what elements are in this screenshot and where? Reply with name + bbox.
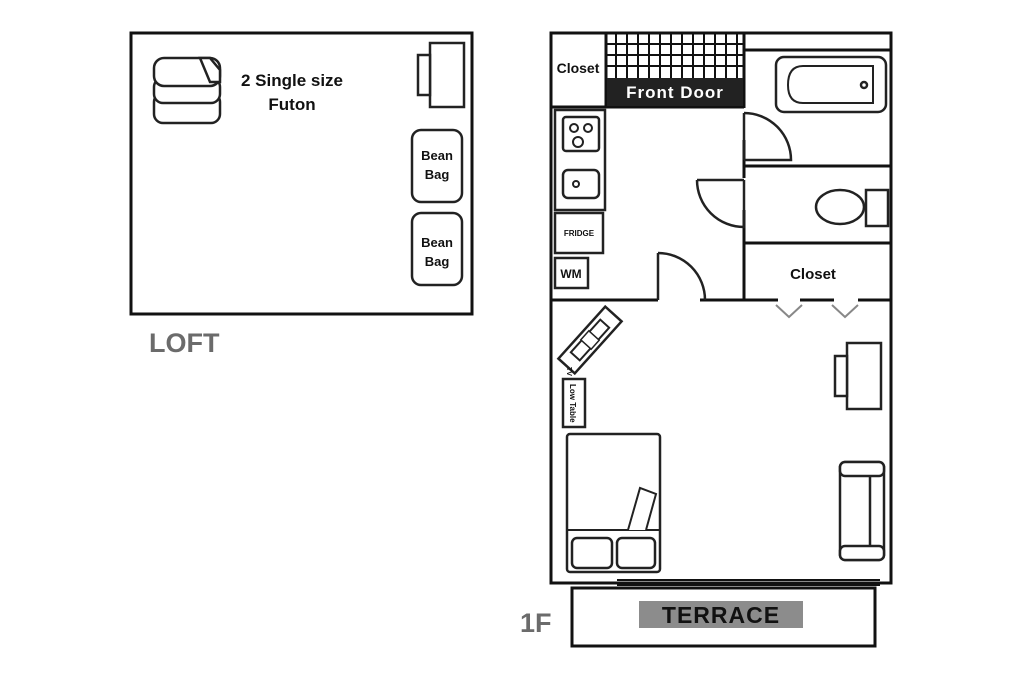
living-desk-icon xyxy=(833,341,883,411)
top-closet-label: Closet xyxy=(557,60,600,76)
terrace-window xyxy=(617,579,880,586)
terrace-label-bg xyxy=(639,601,803,628)
first-floor-outline xyxy=(549,31,893,585)
bean-bag-2-icon: Bean Bag xyxy=(410,211,464,287)
kitchen-counter xyxy=(553,108,607,212)
bed-icon xyxy=(565,432,662,574)
fridge-label: FRIDGE xyxy=(564,229,595,238)
bean-bag-2-line2: Bag xyxy=(425,254,450,269)
futon-label-line2: Futon xyxy=(268,95,315,114)
bathroom-door-icon xyxy=(742,111,793,162)
entrance-tile-grid xyxy=(606,33,744,78)
living-room-door-icon xyxy=(656,251,707,301)
loft-plan: 2 Single size Futon Bean Bag Bean Bag LO… xyxy=(129,31,474,358)
futon-icon xyxy=(152,56,222,125)
terrace-outline xyxy=(570,586,877,648)
first-floor-label: 1F xyxy=(520,608,552,638)
toilet-door-icon xyxy=(695,178,746,229)
loft-outline xyxy=(129,31,474,316)
bean-bag-1-icon: Bean Bag xyxy=(410,128,464,204)
futon-label-line1: 2 Single size xyxy=(241,71,343,90)
low-table-icon: Low Table xyxy=(561,377,587,429)
loft-desk-icon xyxy=(416,41,466,109)
tv-label: TV xyxy=(565,367,572,376)
fridge-icon: FRIDGE xyxy=(553,211,605,255)
low-table-label: Low Table xyxy=(568,384,577,423)
toilet-icon xyxy=(814,188,890,228)
bean-bag-1-line2: Bag xyxy=(425,167,450,182)
washing-machine-label: WM xyxy=(560,267,581,281)
sofa-icon xyxy=(838,460,886,562)
terrace-label: TERRACE xyxy=(662,602,780,628)
tv-icon xyxy=(556,304,624,376)
loft-floor-label: LOFT xyxy=(149,328,220,358)
front-door-band xyxy=(607,78,743,106)
first-floor-plan: Front Door Closet Closet xyxy=(520,31,893,648)
washing-machine-icon: WM xyxy=(553,256,590,290)
bean-bag-2-line1: Bean xyxy=(421,235,453,250)
front-door-label: Front Door xyxy=(626,83,724,102)
middle-closet-label: Closet xyxy=(790,266,836,283)
bean-bag-1-line1: Bean xyxy=(421,148,453,163)
closet-door-marks xyxy=(775,304,859,319)
bathtub-icon xyxy=(774,55,888,114)
